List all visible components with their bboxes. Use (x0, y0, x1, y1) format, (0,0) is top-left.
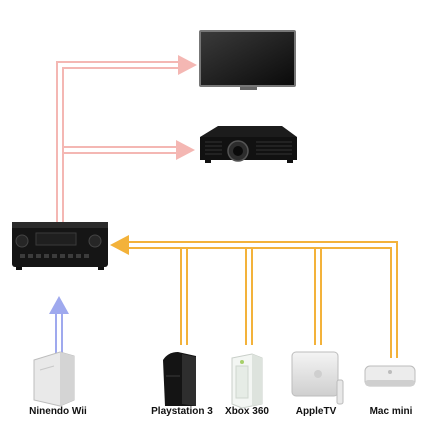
video-out-lines (56, 61, 180, 222)
flat-tv-icon (199, 30, 296, 90)
tv-arrow-head (178, 55, 197, 75)
wii-in-line (55, 312, 63, 355)
xbox-label: Xbox 360 (225, 406, 269, 417)
av-receiver-icon (12, 222, 108, 270)
hdmi-in-lines (128, 241, 398, 358)
appletv-icon (291, 351, 344, 405)
ps3-label: Playstation 3 (151, 406, 213, 417)
xbox-console-icon (231, 353, 263, 409)
receiver-arrow-head (110, 235, 129, 255)
projector-icon (200, 126, 297, 163)
projector-arrow-head (176, 140, 195, 160)
mac-mini-icon (364, 365, 416, 387)
macmini-label: Mac mini (369, 406, 413, 417)
ps3-console-icon (163, 352, 196, 406)
appletv-label: AppleTV (295, 406, 337, 417)
wii-arrow-head (49, 296, 69, 314)
wii-label: Ninendo Wii (29, 406, 87, 417)
wii-console-icon (33, 351, 75, 407)
